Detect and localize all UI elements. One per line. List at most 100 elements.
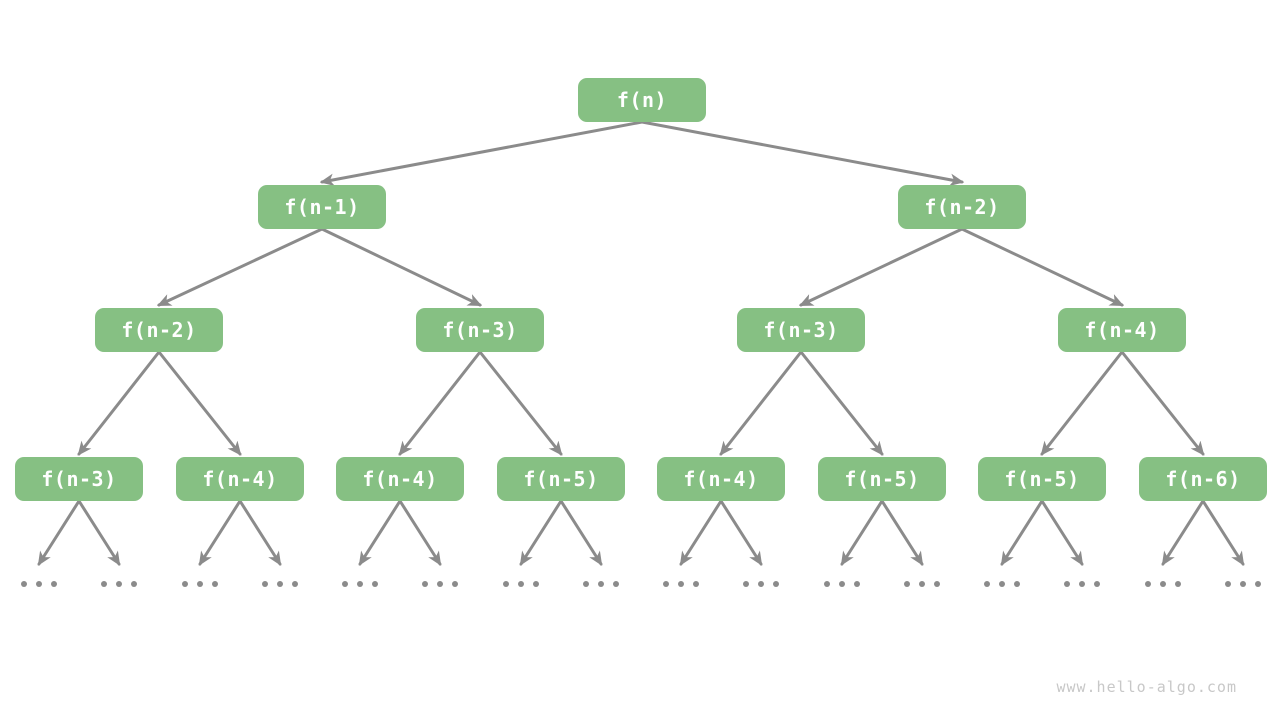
dot-icon [1225, 581, 1231, 587]
dot-icon [1094, 581, 1100, 587]
dot-icon [1145, 581, 1151, 587]
tree-edge [719, 350, 803, 456]
tree-edge [198, 499, 242, 566]
ellipsis-node [1225, 581, 1261, 587]
tree-edge [319, 120, 644, 186]
ellipsis-node [743, 581, 779, 587]
dot-icon [613, 581, 619, 587]
ellipsis-node [984, 581, 1020, 587]
dot-icon [372, 581, 378, 587]
dot-icon [693, 581, 699, 587]
tree-node: f(n-5) [497, 457, 625, 501]
tree-edge [840, 499, 884, 566]
ellipsis-node [422, 581, 458, 587]
dot-icon [678, 581, 684, 587]
dot-icon [503, 581, 509, 587]
tree-node: f(n-6) [1139, 457, 1267, 501]
tree-node: f(n-1) [258, 185, 386, 229]
dot-icon [51, 581, 57, 587]
dot-icon [1255, 581, 1261, 587]
tree-edge [799, 350, 884, 456]
dot-icon [518, 581, 524, 587]
tree-edge [960, 227, 1125, 307]
dot-icon [212, 581, 218, 587]
watermark: www.hello-algo.com [1056, 678, 1237, 696]
tree-node: f(n-5) [978, 457, 1106, 501]
dot-icon [101, 581, 107, 587]
dot-icon [342, 581, 348, 587]
tree-edge [398, 499, 442, 566]
tree-edge [77, 499, 121, 566]
ellipsis-node [1145, 581, 1181, 587]
dot-icon [583, 581, 589, 587]
dot-icon [277, 581, 283, 587]
tree-edge [156, 227, 324, 307]
dot-icon [598, 581, 604, 587]
ellipsis-node [904, 581, 940, 587]
ellipsis-node [663, 581, 699, 587]
dot-icon [1014, 581, 1020, 587]
ellipsis-node [1064, 581, 1100, 587]
dot-icon [934, 581, 940, 587]
dot-icon [116, 581, 122, 587]
dot-icon [197, 581, 203, 587]
dot-icon [758, 581, 764, 587]
dot-icon [1064, 581, 1070, 587]
dot-icon [663, 581, 669, 587]
tree-node: f(n-2) [898, 185, 1026, 229]
tree-edge [398, 350, 482, 456]
tree-node: f(n-4) [176, 457, 304, 501]
dot-icon [131, 581, 137, 587]
ellipsis-node [101, 581, 137, 587]
ellipsis-node [503, 581, 539, 587]
tree-edge [1201, 499, 1245, 566]
tree-edge [238, 499, 282, 566]
ellipsis-node [262, 581, 298, 587]
tree-edge [880, 499, 924, 566]
ellipsis-node [824, 581, 860, 587]
tree-edge [1000, 499, 1044, 566]
dot-icon [839, 581, 845, 587]
tree-edge [1120, 350, 1205, 456]
dot-icon [357, 581, 363, 587]
tree-edge [1161, 499, 1205, 566]
dot-icon [854, 581, 860, 587]
ellipsis-node [21, 581, 57, 587]
tree-node: f(n-5) [818, 457, 946, 501]
tree-edge [719, 499, 763, 566]
dot-icon [422, 581, 428, 587]
tree-edge [1040, 350, 1124, 456]
tree-node: f(n-3) [416, 308, 544, 352]
tree-node: f(n-4) [336, 457, 464, 501]
tree-edge [640, 120, 965, 186]
tree-node: f(n) [578, 78, 706, 122]
dot-icon [1175, 581, 1181, 587]
tree-edge [1040, 499, 1084, 566]
tree-edge [559, 499, 603, 566]
tree-edge [358, 499, 402, 566]
dot-icon [743, 581, 749, 587]
ellipsis-node [583, 581, 619, 587]
dot-icon [1240, 581, 1246, 587]
tree-node: f(n-3) [737, 308, 865, 352]
tree-edge [320, 227, 483, 307]
dot-icon [904, 581, 910, 587]
tree-edge [679, 499, 723, 566]
dot-icon [1160, 581, 1166, 587]
tree-edge [798, 227, 964, 307]
dot-icon [292, 581, 298, 587]
tree-node: f(n-4) [1058, 308, 1186, 352]
dot-icon [773, 581, 779, 587]
ellipsis-node [182, 581, 218, 587]
dot-icon [262, 581, 268, 587]
tree-edge [519, 499, 563, 566]
dot-icon [984, 581, 990, 587]
tree-edge [37, 499, 81, 566]
dot-icon [182, 581, 188, 587]
dot-icon [1079, 581, 1085, 587]
dot-icon [36, 581, 42, 587]
dot-icon [533, 581, 539, 587]
tree-node: f(n-2) [95, 308, 223, 352]
tree-edge [478, 350, 563, 456]
